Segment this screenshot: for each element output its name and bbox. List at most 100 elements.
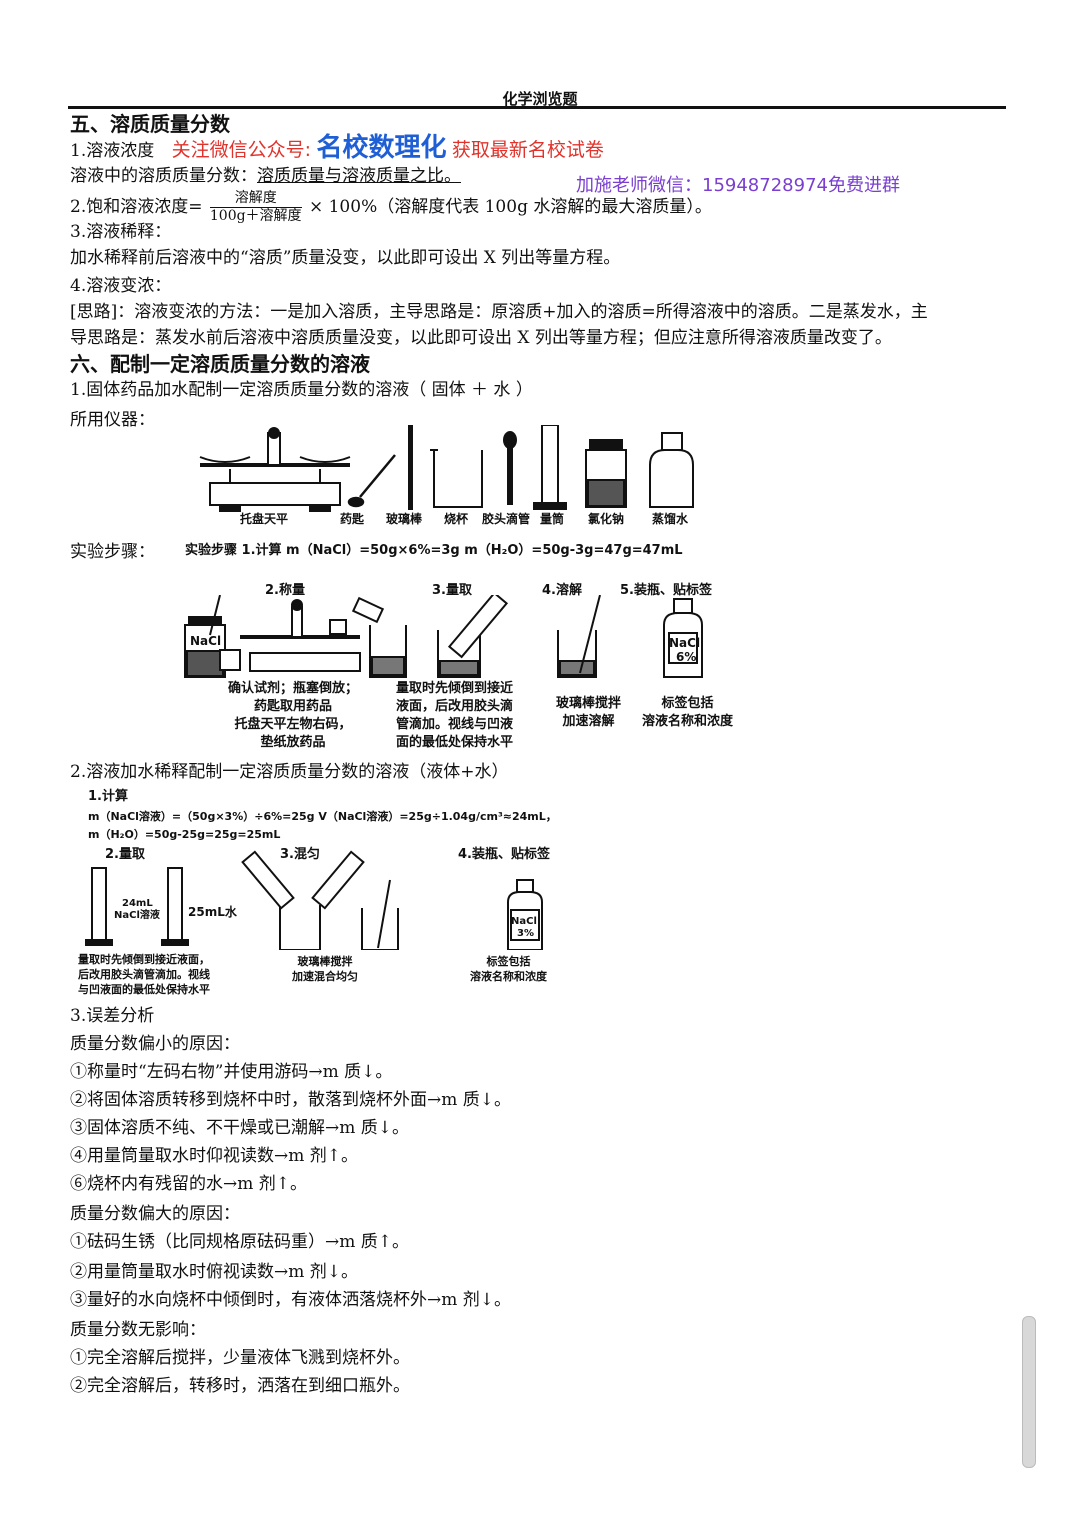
label-24ml: 24mL [122, 898, 153, 909]
label-25ml-water: 25mL水 [188, 904, 238, 919]
frac-numerator: 溶解度 [209, 190, 302, 208]
frac-denominator: 100g＋溶解度 [209, 208, 302, 224]
errors-big-1: ②用量筒量取水时俯视读数→m 剂↓。 [70, 1262, 359, 1282]
part2-calc-line-2: m（H₂O）=50g-25g=25g=25mL [88, 828, 281, 841]
instr-label-5: 量筒 [540, 511, 564, 526]
cap3-line-0: 量取时先倾倒到接近 [396, 681, 514, 696]
cap3-line-1: 液面，后改用胶头滴 [396, 699, 514, 714]
measuring-cylinder-pour-icon [437, 595, 509, 678]
part2-step-3: 3.混匀 [280, 847, 320, 862]
step-2-caption: 确认试剂；瓶塞倒放； 药匙取用药品 托盘天平左物右码， 垫纸放药品 [218, 680, 368, 752]
weighing-balance-icon [219, 599, 361, 672]
s5-line-8: 导思路是：蒸发水前后溶液中溶质质量没变，以此即可设出 X 列出等量方程；但应注意… [70, 328, 892, 348]
bottle-label-6: 6% [676, 650, 696, 664]
promo-red-1: 关注微信公众号: [171, 139, 312, 161]
instruments-figure: 托盘天平 药匙 玻璃棒 烧杯 胶头滴管 量筒 氯化钠 蒸馏水 [199, 425, 694, 526]
header-rule [68, 106, 1006, 109]
steps-figure: NaCl NaCl 6% [184, 595, 703, 678]
beaker-icon [430, 449, 483, 508]
errors-none-0: ①完全溶解后搅拌，少量液体飞溅到烧杯外。 [70, 1348, 410, 1368]
cap4-line-0: 玻璃棒搅拌 [556, 696, 622, 711]
part2-step-4: 4.装瓶、贴标签 [458, 847, 550, 862]
instr-label-6: 氯化钠 [588, 511, 624, 526]
graduated-cylinder-icon [533, 425, 567, 510]
part2-step-2: 2.量取 [105, 847, 145, 862]
errors-none-1: ②完全溶解后，转移时，洒落在到细口瓶外。 [70, 1376, 410, 1396]
errors-small-4: ⑥烧杯内有残留的水→m 剂↑。 [70, 1174, 308, 1194]
instr-label-2: 玻璃棒 [386, 511, 423, 526]
instr-label-1: 药匙 [340, 511, 365, 526]
instr-label-7: 蒸馏水 [652, 511, 689, 526]
section-6-title: 六、配制一定溶质质量分数的溶液 [70, 352, 370, 376]
s5-line-4: 3.溶液稀释： [70, 222, 172, 242]
page-header: 化学浏览题 [502, 90, 578, 108]
errors-none-title: 质量分数无影响： [70, 1320, 206, 1340]
steps-calc-line: 实验步骤 1.计算 m（NaCl）=50g×6%=3g m（H₂O）=50g-3… [185, 543, 683, 558]
mixing-beaker-icon [361, 879, 399, 950]
s5-l2b: 溶质质量与溶液质量之比。 [257, 166, 461, 186]
label-nacl-solution: NaCl溶液 [114, 908, 160, 921]
promo-blue: 名校数理化 [316, 133, 447, 163]
dissolve-beaker-icon [557, 595, 601, 678]
pouring-beaker-icon [351, 596, 407, 678]
scrollbar[interactable] [1022, 1316, 1036, 1468]
nacl-jar-icon [585, 439, 627, 508]
part2-calc-line-1: m（NaCl溶液）=（50g×3%）÷6%=25g V（NaCl溶液）=25g÷… [88, 810, 557, 823]
errors-small-1: ②将固体溶质转移到烧杯中时，散落到烧杯外面→m 质↓。 [70, 1090, 512, 1110]
cap5-line-0: 标签包括 [661, 696, 714, 711]
steps-label: 实验步骤： [70, 542, 155, 562]
mixing-pour-icon [241, 850, 365, 950]
solubility-fraction: 溶解度 100g＋溶解度 [209, 190, 302, 225]
p2cap2-line-1: 后改用胶头滴管滴加。视线 [78, 968, 210, 981]
s5-l3a: 2.饱和溶液浓度= [70, 197, 203, 217]
s6-line-2: 所用仪器： [70, 410, 155, 430]
promo-purple: 加施老师微信：15948728974免费进群 [576, 175, 900, 196]
s5-line-6: 4.溶液变浓： [70, 276, 172, 296]
s5-l3b: × 100%（溶解度代表 100g 水溶解的最大溶质量）。 [308, 197, 712, 217]
label-bottle-icon [663, 598, 703, 678]
part2-title: 2.溶液加水稀释配制一定溶质质量分数的溶液（液体+水） [70, 762, 509, 782]
errors-big-2: ③量好的水向烧杯中倾倒时，有液体洒落烧杯外→m 剂↓。 [70, 1290, 512, 1310]
section-5-title: 五、溶质质量分数 [70, 112, 230, 136]
step-4-caption: 玻璃棒搅拌 加速溶解 [556, 695, 621, 731]
p2cap3-line-1: 加速混合均匀 [292, 970, 358, 983]
cap2-line-1: 药匙取用药品 [253, 699, 332, 714]
cap3-line-2: 管滴加。视线与凹液 [396, 717, 514, 732]
errors-small-0: ①称量时“左码右物”并使用游码→m 质↓。 [70, 1062, 393, 1082]
cap2-line-3: 垫纸放药品 [260, 735, 326, 750]
errors-small-3: ④用量筒量取水时仰视读数→m 剂↑。 [70, 1146, 359, 1166]
glass-rod-icon [408, 425, 413, 510]
step-4-label: 4.溶解 [542, 583, 582, 598]
part2-step-4-caption: 标签包括 溶液名称和浓度 [470, 954, 547, 984]
p2cap4-line-0: 标签包括 [486, 955, 531, 968]
water-bottle-icon [649, 432, 694, 508]
p2cap4-line-1: 溶液名称和浓度 [470, 970, 547, 983]
p2cap2-line-2: 与凹液面的最低处保持水平 [78, 983, 210, 996]
instr-label-4: 胶头滴管 [482, 511, 530, 526]
cap5-line-1: 溶液名称和浓度 [642, 714, 734, 729]
reagent-label: NaCl [190, 634, 221, 648]
dropper-icon [503, 431, 517, 505]
bottle-3-label-3: 3% [517, 928, 534, 939]
instr-label-3: 烧杯 [444, 511, 469, 526]
promo-red-2: 获取最新名校试卷 [451, 139, 604, 161]
step-3-caption: 量取时先倾倒到接近 液面，后改用胶头滴 管滴加。视线与凹液 面的最低处保持水平 [396, 680, 513, 752]
errors-big-0: ①砝码生锈（比同规格原砝码重）→m 质↑。 [70, 1232, 410, 1252]
errors-big-title: 质量分数偏大的原因： [70, 1204, 240, 1224]
s5-line-1: 1.溶液浓度 关注微信公众号: 名校数理化 获取最新名校试卷 [70, 133, 604, 163]
instr-label-0: 托盘天平 [240, 511, 288, 526]
s5-line-7: [思路]：溶液变浓的方法：一是加入溶质，主导思路是：原溶质+加入的溶质=所得溶液… [70, 302, 928, 322]
errors-title: 3.误差分析 [70, 1006, 155, 1026]
spoon-icon [347, 454, 396, 508]
part2-calc-label: 1.计算 [88, 789, 128, 804]
cylinder-25ml-icon [161, 867, 189, 946]
dilution-figure: 24mL NaCl溶液 25mL水 NaCl 3% [85, 850, 543, 950]
s5-line-2: 溶液中的溶质质量分数：溶质质量与溶液质量之比。 [70, 164, 461, 188]
p2cap3-line-0: 玻璃棒搅拌 [297, 955, 353, 968]
label-bottle-3-icon [507, 879, 543, 950]
errors-small-2: ③固体溶质不纯、不干燥或已潮解→m 质↓。 [70, 1118, 410, 1138]
cap3-line-3: 面的最低处保持水平 [396, 735, 514, 750]
cylinder-24ml-icon [85, 867, 113, 946]
step-3-label: 3.量取 [432, 583, 472, 598]
balance-icon [199, 427, 351, 512]
